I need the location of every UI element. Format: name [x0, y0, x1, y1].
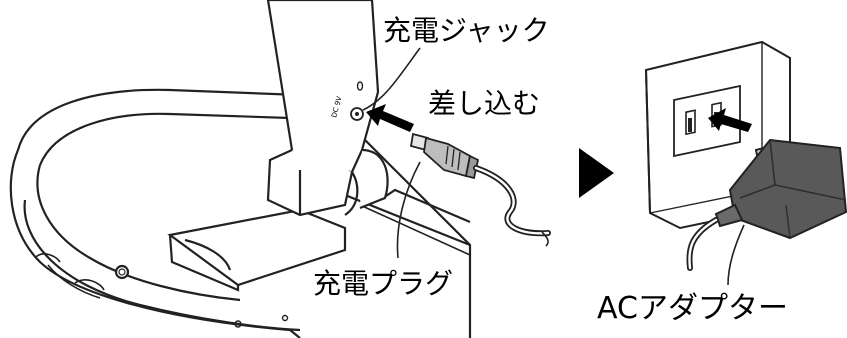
- ac-adapter-label: ACアダプター: [597, 291, 788, 326]
- insert-label: 差し込む: [428, 87, 540, 120]
- charge-plug-label: 充電プラグ: [313, 267, 453, 300]
- charge-jack-leader: [362, 47, 421, 111]
- insert-arrow: [366, 104, 414, 132]
- ac-adapter-leader: [727, 224, 745, 286]
- step-arrow-icon: [579, 148, 614, 198]
- outlet-insert-arrow: [708, 108, 752, 132]
- plug-cable: [473, 165, 551, 237]
- charge-jack-label: 充電ジャック: [383, 14, 550, 47]
- ac-adapter: [714, 138, 847, 240]
- device-stand: [266, 0, 389, 217]
- charge-plug: [409, 132, 480, 180]
- charge-plug-leader: [396, 161, 421, 259]
- adapter-cable: [686, 217, 719, 271]
